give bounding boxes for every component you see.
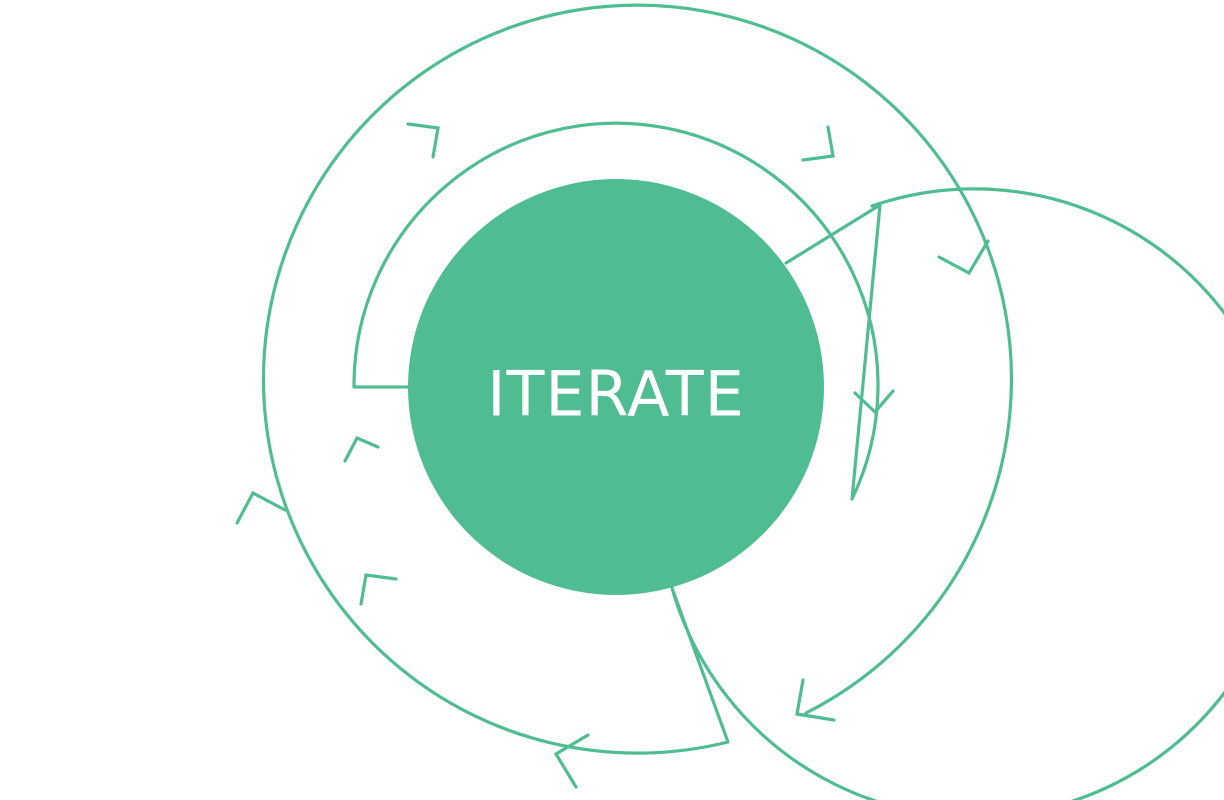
arrow-icon <box>937 239 990 276</box>
spiral-cycle-path <box>261 3 1224 800</box>
direction-arrows <box>235 122 990 789</box>
arrow-icon <box>359 573 398 606</box>
center-circle <box>408 179 824 595</box>
arrow-icon <box>853 389 895 415</box>
arrow-icon <box>801 125 835 162</box>
arrow-icon <box>553 733 590 789</box>
center-label: ITERATE <box>487 358 745 431</box>
arrow-icon <box>343 435 380 463</box>
arrow-icon <box>406 122 440 159</box>
arrow-icon <box>795 678 836 722</box>
arrow-icon <box>235 490 287 525</box>
